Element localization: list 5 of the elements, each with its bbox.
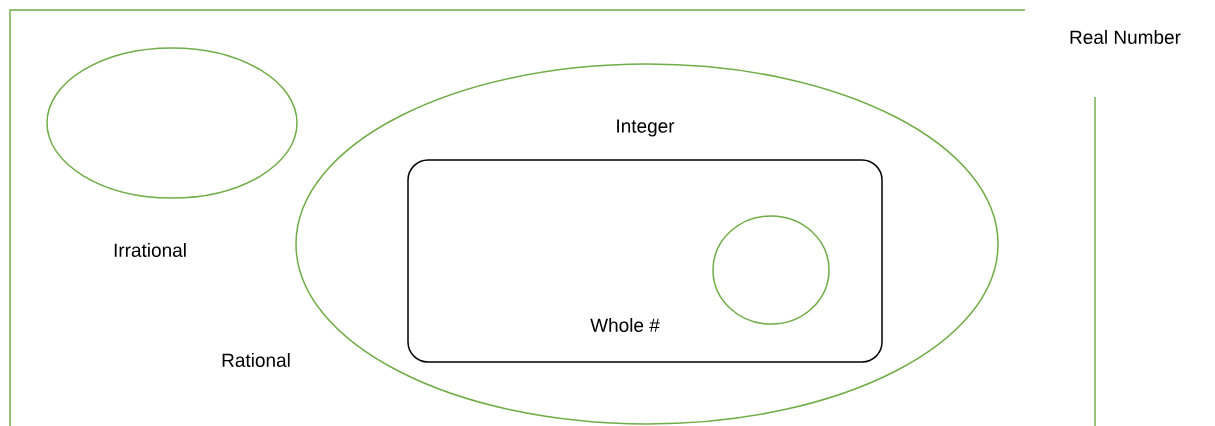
node-label: Integer [617,119,675,137]
node-label: Rational [222,353,290,367]
set-ellipse [712,215,830,325]
node-label: Irrational [114,243,186,257]
set-box: Integer Whole # [407,119,883,363]
